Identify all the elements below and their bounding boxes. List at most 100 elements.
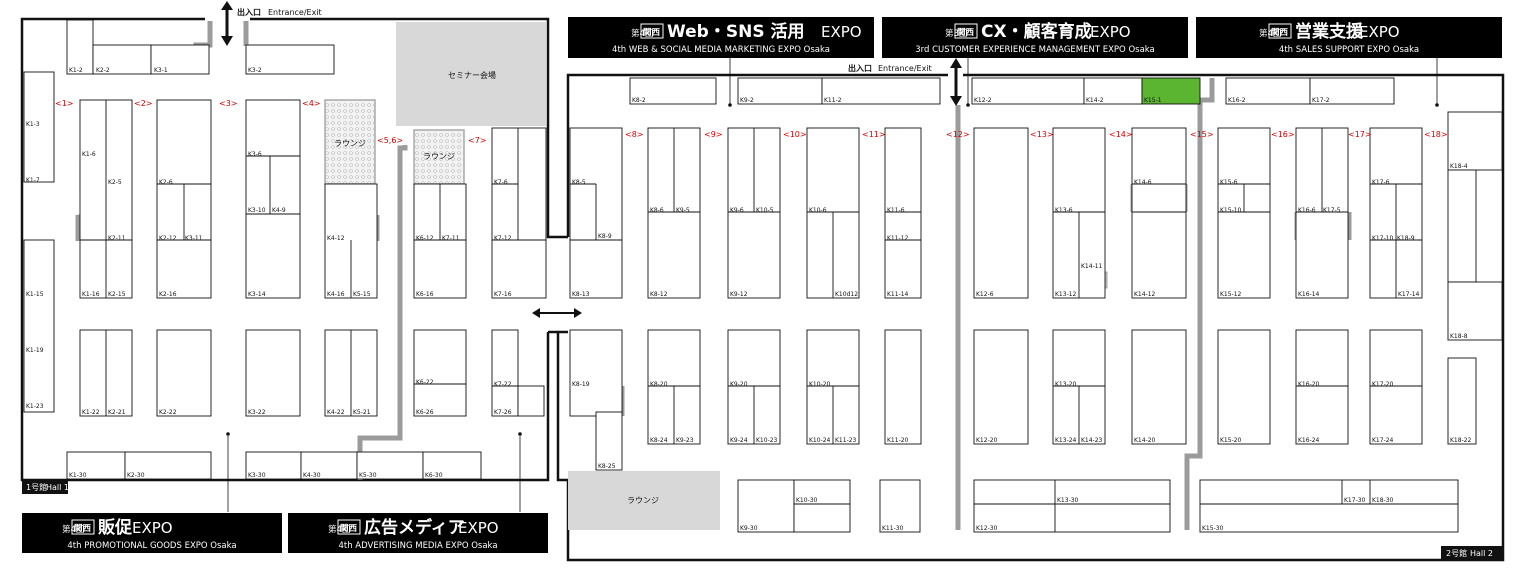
booth-label: K6-16 [416,291,434,298]
booth-label: K13-6 [1055,207,1073,214]
booth-label: K17-6 [1372,179,1390,186]
aisle-label: <16> [1271,130,1295,139]
booth-label: K17-5 [1323,207,1341,214]
hall-1: 1号館 Hall 1 セミナー会場 ラウンジ ラウンジ K1-2 K2-2 [20,17,568,512]
booth-label: K3-14 [248,291,266,298]
exit-label: 出入口 [848,63,872,73]
aisle-label: <17> [1348,130,1372,139]
booth-label: K11-6 [887,207,905,214]
booth-label: K7-26 [494,409,512,416]
edition-label: 第4回 [328,524,350,535]
aisle-label: <1> [55,99,74,108]
booth-label: K8-6 [650,207,664,214]
aisle-label: <14> [1109,130,1133,139]
booth-label: K4-22 [327,409,345,416]
booth-label: K1-16 [82,291,100,298]
hall-2: 2号館 Hall 2 ラウンジ K8-2 K9-2 K11-2 K12-2 K1… [556,58,1505,562]
banner-expo: EXPO [458,519,499,537]
booth-label: K1-6 [82,151,96,158]
booth-group: K6-12 K7-11 K6-16 K6-22 K6-26 [413,183,467,417]
aisle-label: <4> [302,99,321,108]
booth-group: K9-6 K10-5 K9-12 K9-20 K9-24 K10-23 [727,127,781,445]
booth-label: K8-20 [650,381,668,388]
booth-label: K18-30 [1372,497,1394,504]
booth-label: K2-12 [159,235,177,242]
booth-label: K15-6 [1220,179,1238,186]
booth-group: K8-2 K9-2 K11-2 K12-2 K14-2 K15-1 K16-2 … [629,77,1395,105]
seminar-label: セミナー会場 [448,70,496,80]
booth-label: K8-2 [632,97,646,104]
booth-group: K18-4 K18-8 K18-22 [1447,111,1503,445]
booth-label: K1-2 [69,67,83,74]
booth-label: K17-24 [1372,437,1394,444]
booth-label: K14-12 [1134,291,1156,298]
booth-label: K13-20 [1055,381,1077,388]
booth-label: K11-12 [887,235,909,242]
booth-label: K14-20 [1134,437,1156,444]
booth-label: K10-24 [809,437,831,444]
booth-label: K9-20 [730,381,748,388]
booth-label: K14-6 [1134,179,1152,186]
booth-group: K8-6 K9-5 K8-12 K8-20 K8-24 K9-23 [647,127,701,445]
booth-label: K14-2 [1086,97,1104,104]
booth-label: K11-14 [887,291,909,298]
booth-label: K12-2 [974,97,992,104]
booth-label: K15-1 [1144,97,1162,104]
booth-label: K4-9 [272,207,286,214]
booth-label: K11-23 [835,437,857,444]
booth-label: K8-13 [572,291,590,298]
booth-label: K3-6 [248,151,262,158]
aisle-label: <11> [862,130,886,139]
booth-group: K3-6 K3-10 K4-9 K3-14 K3-22 [245,99,301,417]
aisle-label: <15> [1190,130,1214,139]
booth-label: K2-30 [127,472,145,479]
booth-label: K2-16 [159,291,177,298]
aisle-label: <10> [783,130,807,139]
booth-label: K8-25 [598,463,616,470]
kansai-label: 関西 [957,27,975,38]
booth-label: K13-30 [1057,497,1079,504]
booth-group: K1-30 K2-30 K3-30 K4-30 K5-30 K6-30 [66,451,482,480]
edition-label: 第3回 [945,28,967,39]
booth-group: K14-6 K14-12 K14-20 [1131,127,1187,445]
banner-expo: EXPO [821,23,862,41]
booth-label: K7-12 [494,235,512,242]
booth-group: K1-6 K2-5 K2-11 K1-16 K2-15 K1-22 K2-21 [79,99,133,417]
aisle-label: <8> [625,130,644,139]
booth-label: K7-6 [494,179,508,186]
booth-label: K10-30 [796,497,818,504]
booth-label: K8-12 [650,291,668,298]
booth-label: K5-15 [353,291,371,298]
booth-label: K7-16 [494,291,512,298]
booth-label: K17-14 [1398,291,1420,298]
booth-label: K18-8 [1450,333,1468,340]
booth-label: K1-19 [26,347,44,354]
booth-label: K6-26 [416,409,434,416]
kansai-label: 関西 [340,523,358,534]
booth-label: K16-14 [1298,291,1320,298]
hall-1-label: 1号館 [26,482,47,492]
highlighted-booth[interactable] [1141,77,1201,105]
booth-label: K10-23 [756,437,778,444]
banner-title: CX・顧客育成 [981,21,1092,42]
booth-group: K7-6 K7-12 K7-16 K7-22 K7-26 [491,127,547,417]
lounge-area [568,471,720,530]
booth-label: K9-24 [730,437,748,444]
booth-label: K2-6 [159,179,173,186]
lounge-label: ラウンジ [627,496,659,505]
booth-label: K11-2 [824,97,842,104]
booth-label: K6-22 [416,379,434,386]
booth-group: K1-2 K2-2 K3-1 K3-2 [66,19,335,75]
banner-subtitle: 4th SALES SUPPORT EXPO Osaka [1279,45,1419,55]
hall-2-label-en: Hall 2 [1470,549,1493,558]
booth-label: K3-2 [248,67,262,74]
booth-label: K8-9 [598,233,612,240]
booth-label: K10-6 [809,207,827,214]
booth-label: K12-30 [976,525,998,532]
booth-group: K17-6 K17-10 K18-9 K17-14 K17-20 K17-24 [1369,127,1423,445]
lounge-label: ラウンジ [334,139,366,148]
